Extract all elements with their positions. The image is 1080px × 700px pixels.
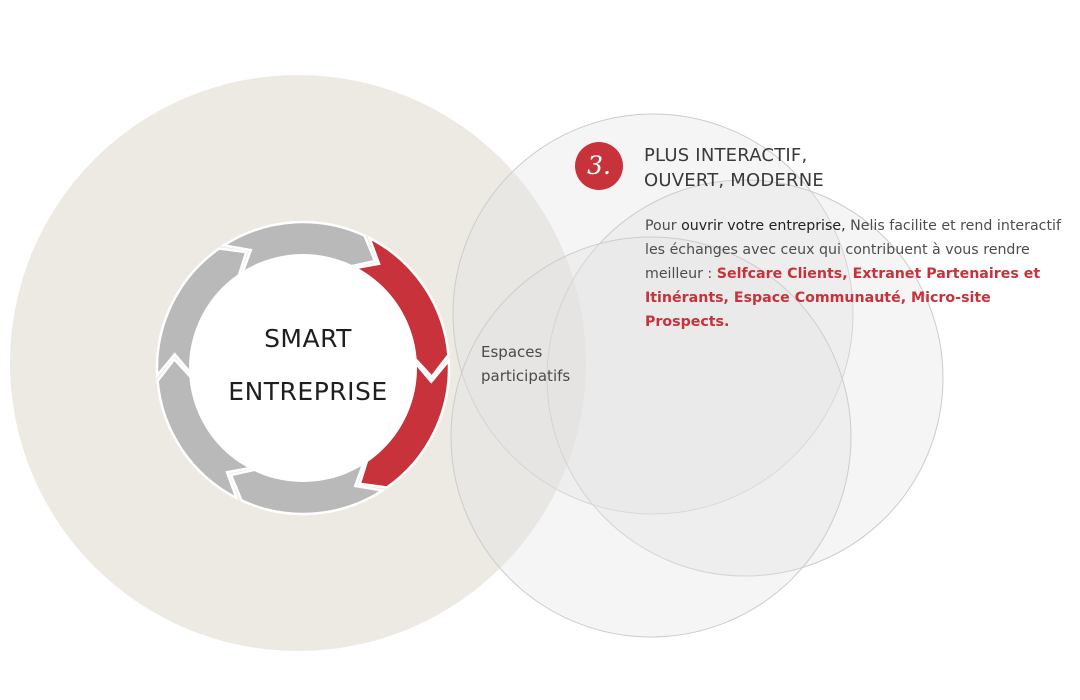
center-title-line1: SMART [264,324,352,353]
side-label-line2: participatifs [481,367,571,385]
bubble-right [546,179,944,577]
side-label-line1: Espaces [481,343,543,361]
step-heading-line1: PLUS INTERACTIF, [644,145,808,166]
inner-circle [189,254,417,482]
step-number-badge: 3. [575,142,623,190]
step-heading-line2: OUVERT, MODERNE [644,170,824,191]
desc-part2: ouvrir votre entreprise, [681,218,846,234]
center-title-line2: ENTREPRISE [228,377,388,406]
step-description: Pour ouvrir votre entreprise, Nelis faci… [645,214,1075,334]
bubble-top [452,113,854,515]
desc-part3: Nelis facilite et rend interactif les éc… [645,218,1061,282]
desc-part1: Pour [645,218,682,234]
desc-part4: Selfcare Clients, Extranet Partenaires e… [645,266,1041,330]
bubble-bottom [450,236,852,638]
